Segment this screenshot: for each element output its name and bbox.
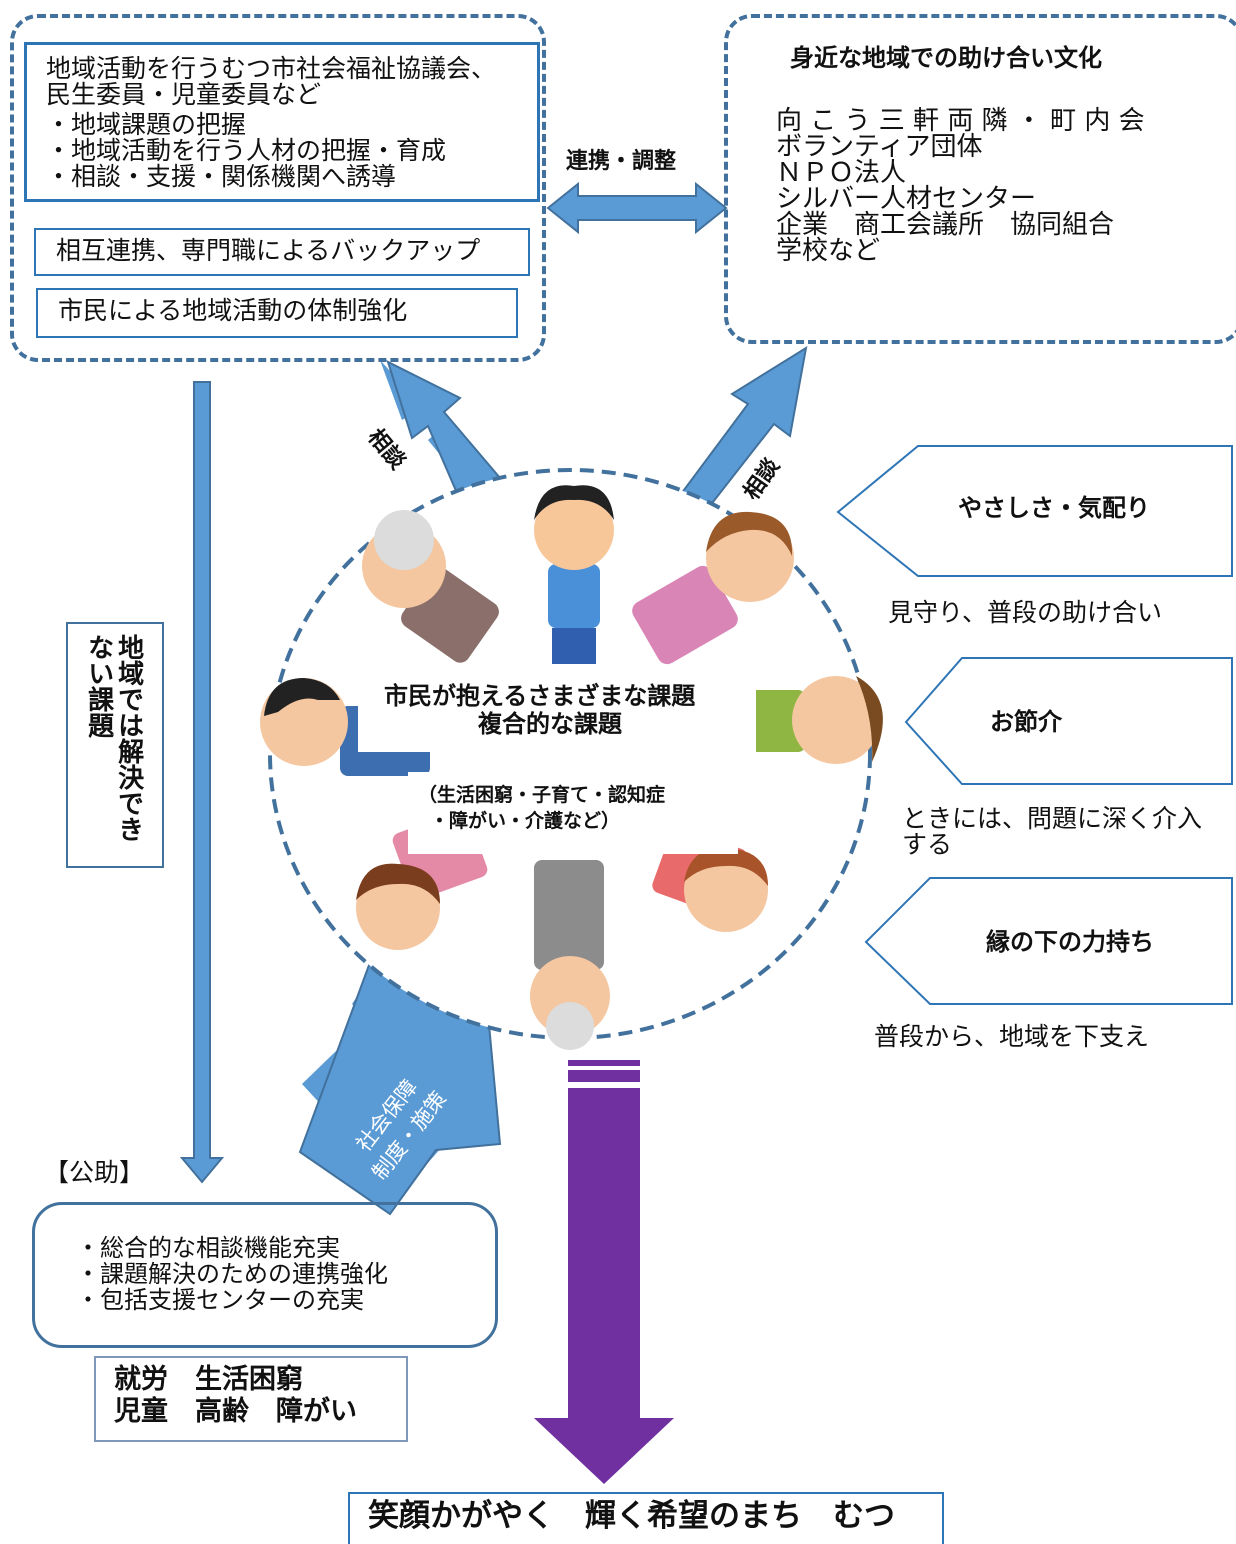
mutual-aid-line-1: 向 こ う 三 軒 両 隣 ・ 町 内 会 [776,106,1145,136]
mutual-aid-title: 身近な地域での助け合い文化 [790,44,1102,72]
public-fields-line-2: 児童 高齢 障がい [114,1396,357,1427]
community-org-line-1: 地域活動を行うむつ市社会福祉協議会、 [46,54,497,83]
public-fields-box [94,1356,408,1442]
link-coordination-label: 連携・調整 [566,149,677,174]
down-arrow-left [179,381,225,1184]
consult-arrow-right [676,345,808,518]
tag-support-label: 縁の下の力持ち [986,928,1154,956]
citizen-activity-box [36,288,518,338]
unsolvable-issues-box [66,622,164,868]
center-title-line-1: 市民が抱えるさまざまな課題 [384,682,696,710]
slogan-text: 笑顔かがやく 輝く希望のまち むつ [368,1498,895,1534]
public-help-heading: 【公助】 [44,1158,145,1187]
mutual-aid-line-3: ＮＰＯ法人 [776,158,907,188]
center-title-bg [358,668,756,752]
center-sub-line-1: （生活困窮・子育て・認知症 [418,784,666,806]
public-help-item-1: ・総合的な相談機能充実 [76,1234,340,1262]
tag-meddling-caption-1: ときには、問題に深く介入 [902,804,1203,833]
public-help-item-2: ・課題解決のための連携強化 [76,1260,388,1288]
public-help-item-3: ・包括支援センターの充実 [76,1286,364,1314]
community-org-line-2: 民生委員・児童委員など [46,80,322,109]
unsolvable-issues-col-2: ない課題 [83,634,114,738]
tag-kindness-caption: 見守り、普段の助け合い [888,598,1163,627]
community-org-line-4: ・地域活動を行う人材の把握・育成 [46,136,447,165]
purple-down-arrow [534,1088,674,1484]
mutual-aid-line-4: シルバー人材センター [776,184,1037,214]
backup-label: 相互連携、専門職によるバックアップ [56,236,481,265]
tag-meddling-shape [904,657,1233,785]
citizen-activity-label: 市民による地域活動の体制強化 [58,296,408,325]
community-org-line-3: ・地域課題の把握 [46,110,247,139]
mutual-aid-line-5: 企業 商工会議所 協同組合 [776,210,1115,240]
public-fields-line-1: 就労 生活困窮 [114,1364,303,1395]
center-sub-bg [408,772,738,854]
community-org-panel [10,14,546,362]
purple-arrow-stripe-1 [568,1060,640,1066]
purple-arrow-stripe-2 [568,1070,640,1082]
mutual-aid-line-2: ボランティア団体 [776,132,983,162]
community-org-line-5: ・相談・支援・関係機関へ誘導 [46,162,397,191]
mutual-aid-line-6: 学校など [776,236,881,266]
link-double-arrow [546,181,728,235]
center-title-line-2: 複合的な課題 [478,710,622,738]
backup-box [34,228,530,276]
tag-kindness-shape [836,445,1233,577]
tag-kindness-label: やさしさ・気配り [958,494,1150,522]
center-sub-line-2: ・障がい・介護など） [430,810,621,832]
slogan-box [348,1492,944,1544]
public-help-box [32,1202,498,1348]
tag-meddling-caption-2: する [902,830,953,859]
community-org-box [24,42,540,202]
tag-support-shape [864,877,1233,1005]
tag-meddling-label: お節介 [990,708,1062,736]
mutual-aid-panel [724,14,1236,344]
consult-arrow-left-body [386,360,502,502]
tag-support-caption: 普段から、地域を下支え [874,1022,1150,1051]
unsolvable-issues-col-1: 地域では解決でき [113,634,144,842]
